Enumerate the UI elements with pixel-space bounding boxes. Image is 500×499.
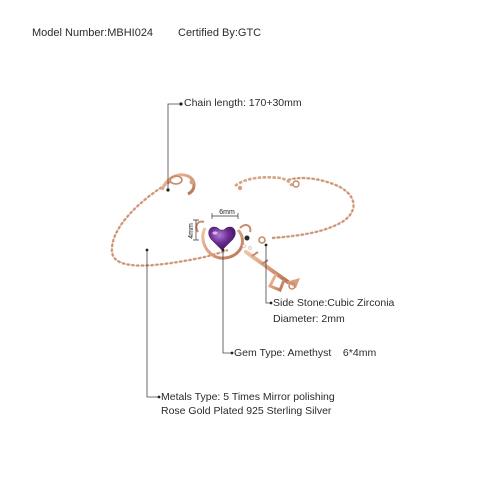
amethyst-gem <box>208 226 236 251</box>
chain-length-label: Chain length: 170+30mm <box>184 97 302 109</box>
metals-type-label: Metals Type: 5 Times Mirror polishing <box>161 391 335 403</box>
leader-lines <box>146 103 271 398</box>
lobster-clasp <box>160 173 196 196</box>
dimension-markers <box>193 213 239 241</box>
width-dimension-label: 6mm <box>219 209 235 216</box>
leader-dots <box>145 102 273 399</box>
gem-type-label: Gem Type: Amethyst 6*4mm <box>234 347 377 359</box>
metals-plating-label: Rose Gold Plated 925 Sterling Silver <box>161 405 332 417</box>
side-stone-label: Side Stone:Cubic Zirconia <box>273 297 395 309</box>
certified-by-label: Certified By:GTC <box>178 27 262 39</box>
height-dimension-label: 4mm <box>188 223 195 239</box>
extension-chain <box>234 175 300 191</box>
side-stone-dark <box>244 235 250 241</box>
model-number-label: Model Number:MBHI024 <box>32 27 154 39</box>
key-pendant <box>195 220 300 292</box>
diameter-label: Diameter: 2mm <box>273 313 345 325</box>
bracelet-chain-right <box>271 176 355 240</box>
